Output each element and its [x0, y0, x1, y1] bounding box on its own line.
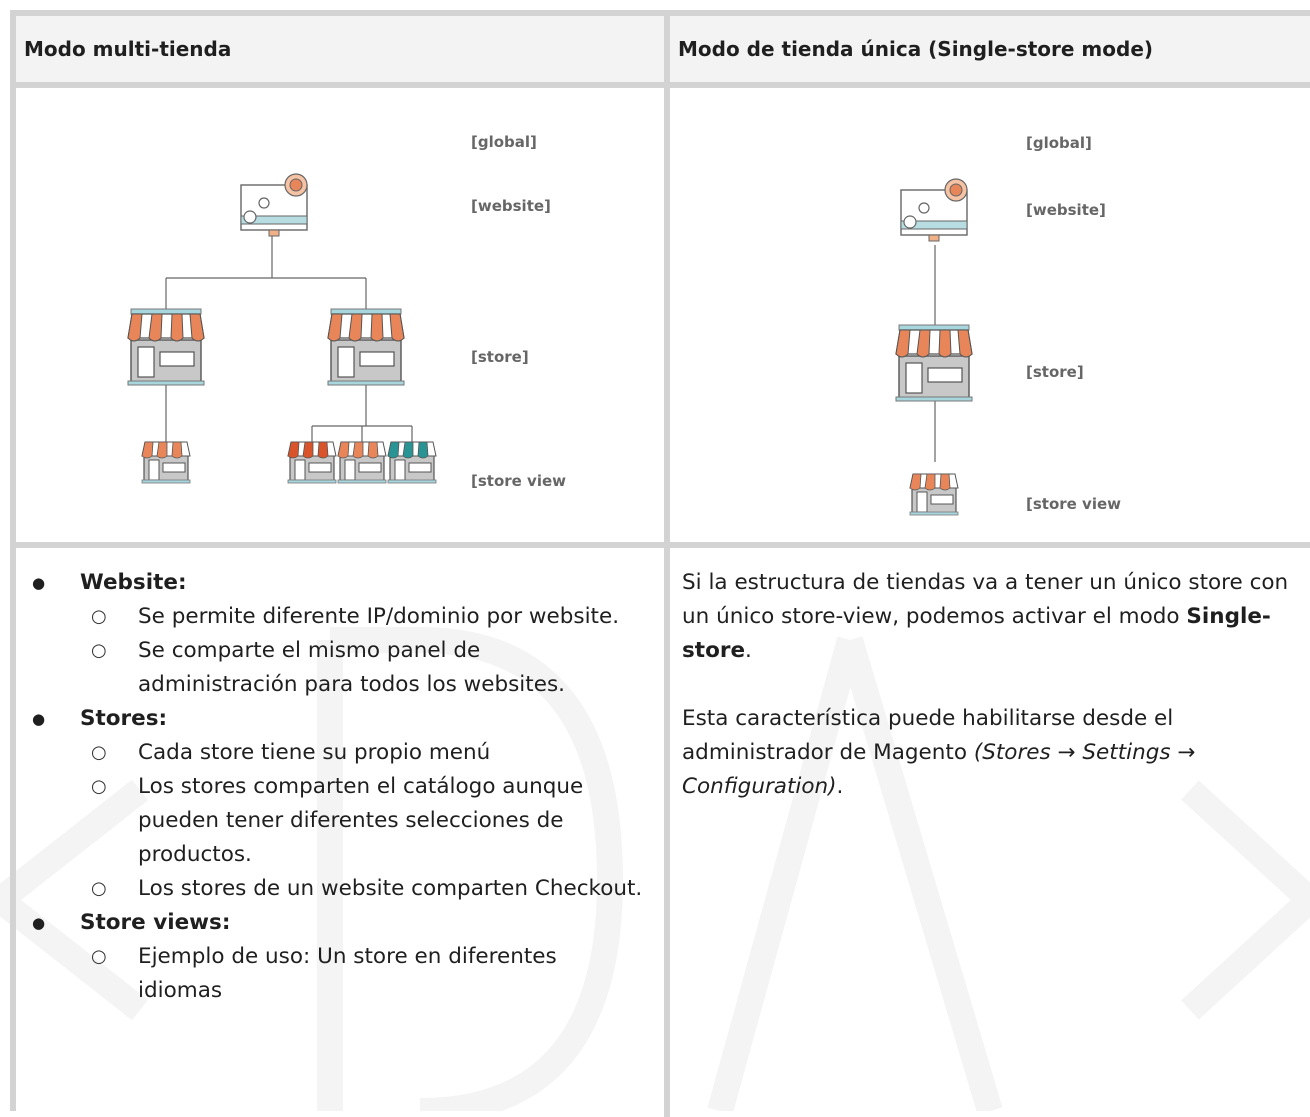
store-view-icon — [387, 441, 437, 484]
header-multi-title: Modo multi-tienda — [24, 37, 232, 61]
single-store-diagram: [global] [website] [store] [store view — [670, 88, 1310, 542]
bullet-icon: ● — [32, 914, 46, 932]
store-view-icon — [287, 441, 337, 484]
circle-bullet-icon: ○ — [91, 606, 107, 627]
list-item: ○Cada store tiene su propio menú — [16, 736, 664, 770]
multi-store-description: ● Website: ○Se permite diferente IP/domi… — [16, 548, 664, 1117]
circle-bullet-icon: ○ — [91, 742, 107, 763]
store-icon — [127, 308, 205, 386]
multi-store-diagram: [global] [website] [store] [store view — [16, 88, 664, 542]
config-path-paragraph: Esta característica puede habilitarse de… — [682, 706, 1196, 799]
bullet-icon: ● — [32, 710, 46, 728]
label-website: [website] — [471, 197, 551, 215]
row-divider — [16, 82, 1310, 88]
store-icon — [327, 308, 405, 386]
circle-bullet-icon: ○ — [91, 878, 107, 899]
store-icon — [895, 324, 973, 402]
list-item: ○Se comparte el mismo panel de administr… — [16, 634, 664, 702]
store-view-icon — [909, 473, 959, 516]
store-views-heading: Store views: — [80, 910, 231, 935]
list-item-store-views: ● Store views: ○Ejemplo de uso: Un store… — [16, 906, 664, 1008]
circle-bullet-icon: ○ — [91, 776, 107, 797]
config-path: (Stores → Settings → Configuration) — [682, 740, 1196, 799]
single-store-paragraph: Si la estructura de tiendas va a tener u… — [682, 570, 1289, 663]
label-store-view: [store view — [471, 472, 566, 490]
store-view-icon — [337, 441, 387, 484]
list-item: ○Ejemplo de uso: Un store en diferentes … — [16, 940, 664, 1008]
label-store-view: [store view — [1026, 495, 1121, 513]
single-store-description: Si la estructura de tiendas va a tener u… — [670, 548, 1310, 1117]
list-item-stores: ● Stores: ○Cada store tiene su propio me… — [16, 702, 664, 906]
header-single-store: Modo de tienda única (Single-store mode) — [670, 16, 1310, 82]
header-single-title: Modo de tienda única (Single-store mode) — [678, 37, 1154, 61]
list-item: ○Los stores comparten el catálogo aunque… — [16, 770, 664, 872]
label-website: [website] — [1026, 201, 1106, 219]
list-item: ○Los stores de un website comparten Chec… — [16, 872, 664, 906]
bullet-icon: ● — [32, 574, 46, 592]
single-store-keyword: Single-store — [682, 604, 1271, 663]
feature-list: ● Website: ○Se permite diferente IP/domi… — [16, 566, 664, 1008]
header-multi-store: Modo multi-tienda — [16, 16, 664, 82]
label-store: [store] — [471, 348, 529, 366]
circle-bullet-icon: ○ — [91, 946, 107, 967]
label-global: [global] — [471, 133, 537, 151]
comparison-table: Modo multi-tienda Modo de tienda única (… — [10, 10, 1310, 1117]
label-global: [global] — [1026, 134, 1092, 152]
store-view-icon — [141, 441, 191, 484]
circle-bullet-icon: ○ — [91, 640, 107, 661]
label-store: [store] — [1026, 363, 1084, 381]
column-divider — [664, 16, 670, 1117]
website-monitor-icon — [240, 173, 308, 237]
list-item-website: ● Website: ○Se permite diferente IP/domi… — [16, 566, 664, 702]
row-divider — [16, 542, 1310, 548]
list-item: ○Se permite diferente IP/dominio por web… — [16, 600, 664, 634]
website-heading: Website: — [80, 570, 187, 595]
stores-heading: Stores: — [80, 706, 168, 731]
website-monitor-icon — [900, 178, 968, 242]
